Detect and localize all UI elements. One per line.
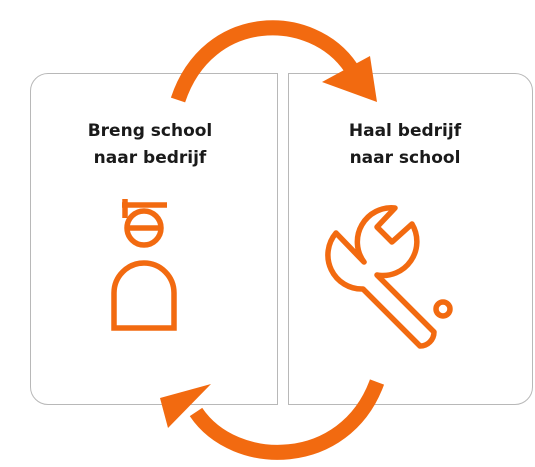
cycle-arrow-bottom-icon: [160, 379, 385, 460]
cycle-arrow-top-icon: [170, 20, 377, 103]
right-title-line-1: Haal bedrijf: [348, 121, 462, 141]
left-title-line-1: Breng school: [87, 121, 213, 141]
wrench-icon: [325, 205, 453, 349]
right-title-line-2: naar school: [349, 148, 461, 168]
graduate-person-icon: [111, 199, 177, 331]
left-title-line-2: naar bedrijf: [93, 148, 207, 168]
left-panel-title: Breng school naar bedrijf: [50, 118, 250, 172]
right-panel-title: Haal bedrijf naar school: [305, 118, 505, 172]
